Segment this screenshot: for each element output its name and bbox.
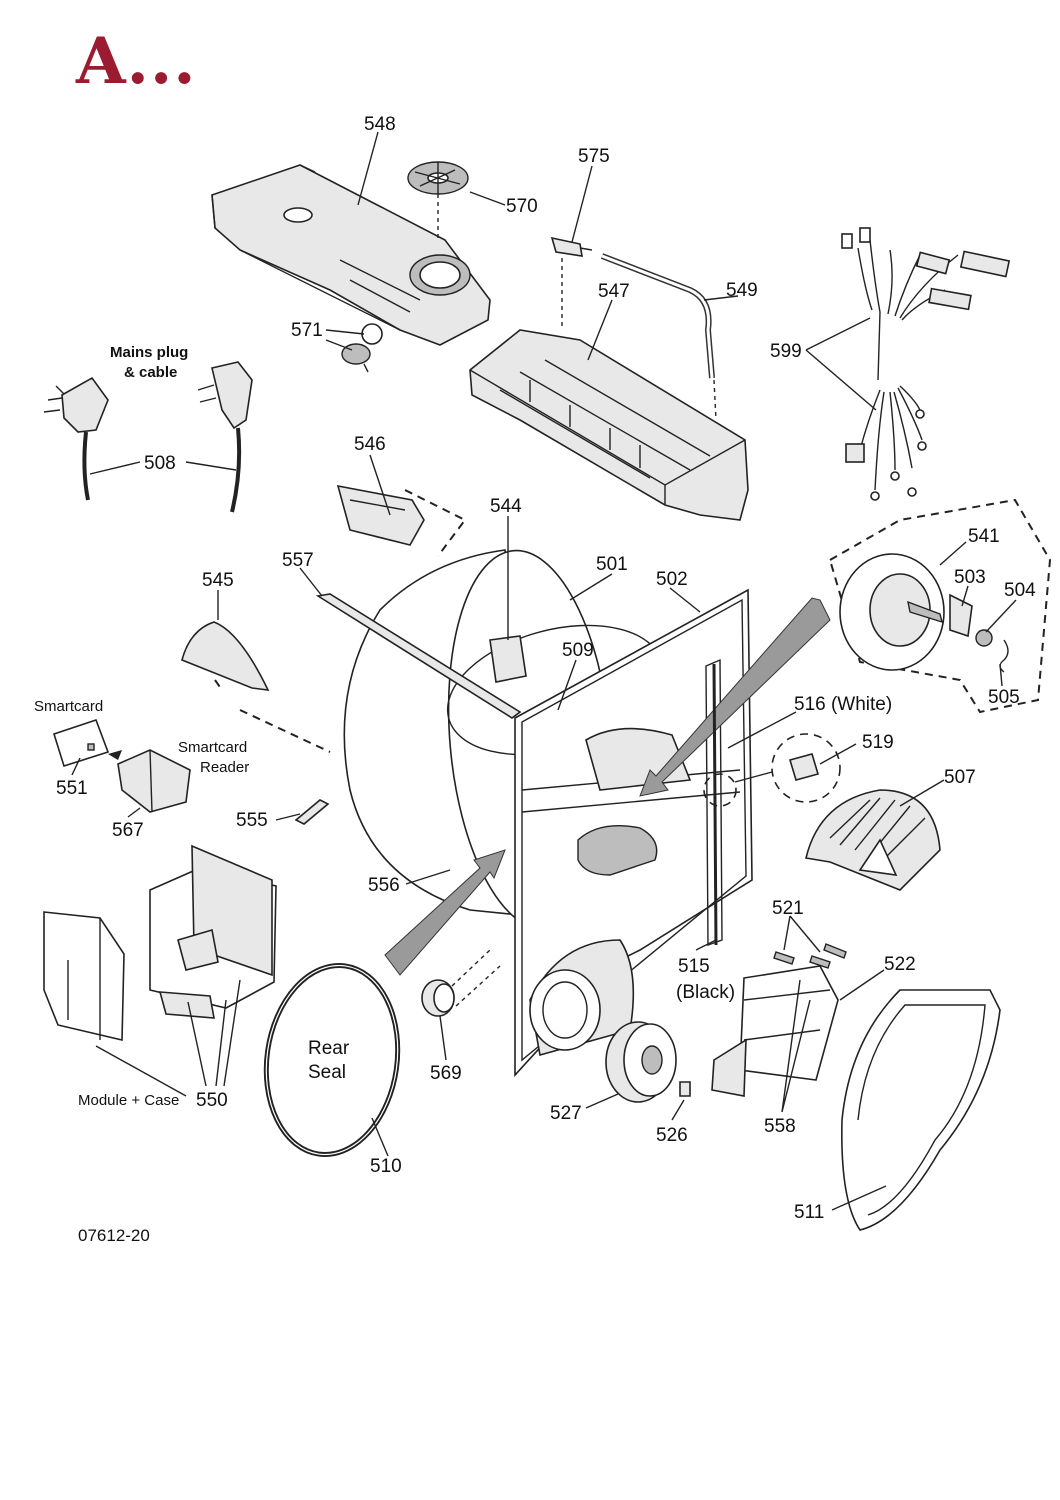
part-507-grille	[805, 789, 941, 891]
label-599: 599	[770, 341, 802, 362]
label-510: 510	[370, 1156, 402, 1177]
part-510-rear-seal	[263, 962, 401, 1158]
part-522-bracket	[711, 965, 839, 1097]
label-509: 509	[562, 640, 594, 661]
caption-module-case: Module + Case	[78, 1092, 179, 1109]
caption-mains-plug: Mains plug	[110, 344, 188, 361]
label-507: 507	[944, 767, 976, 788]
figure-code: 07612-20	[78, 1226, 150, 1245]
label-557: 557	[282, 550, 314, 571]
label-508: 508	[144, 453, 176, 474]
label-515: 515	[678, 956, 710, 977]
label-544: 544	[490, 496, 522, 517]
part-549-hose	[600, 253, 717, 421]
part-516-519-clip	[703, 733, 841, 807]
label-526: 526	[656, 1125, 688, 1146]
part-567-smartcard-reader	[117, 749, 191, 813]
part-575-valve	[550, 236, 593, 330]
part-544-sensor	[489, 524, 527, 683]
part-511-side-panel	[841, 989, 1001, 1231]
part-550-module-case	[43, 844, 277, 1042]
label-555: 555	[236, 810, 268, 831]
part-521-screws	[773, 943, 847, 969]
label-527: 527	[550, 1103, 582, 1124]
part-545-cover	[181, 621, 331, 753]
label-571: 571	[291, 320, 323, 341]
label-519: 519	[862, 732, 894, 753]
label-541: 541	[968, 526, 1000, 547]
part-546-panel	[336, 484, 467, 557]
label-546: 546	[354, 434, 386, 455]
caption-smartcard-reader-1: Smartcard	[178, 739, 247, 756]
label-501: 501	[596, 554, 628, 575]
label-549: 549	[726, 280, 758, 301]
part-599-wiring-harness	[841, 227, 1011, 501]
part-541-bearing-inset	[828, 498, 1052, 714]
label-570: 570	[506, 196, 538, 217]
part-557-rail	[315, 593, 522, 719]
label-502: 502	[656, 569, 688, 590]
label-551: 551	[56, 778, 88, 799]
part-555-strip	[294, 799, 330, 825]
label-567: 567	[112, 820, 144, 841]
label-545: 545	[202, 570, 234, 591]
caption-smartcard: Smartcard	[34, 698, 103, 715]
page-title: A...	[76, 24, 197, 99]
leader-lines	[71, 131, 1017, 1211]
label-550: 550	[196, 1090, 228, 1111]
label-548: 548	[364, 114, 396, 135]
label-504: 504	[1004, 580, 1036, 601]
label-556: 556	[368, 875, 400, 896]
label-547: 547	[598, 281, 630, 302]
label-516: 516 (White)	[794, 694, 892, 715]
part-547-heater-housing	[469, 329, 749, 521]
part-502-frame	[514, 588, 753, 1078]
part-508-mains-plug-cable	[43, 361, 253, 513]
part-548-top-tray	[211, 164, 491, 346]
label-505: 505	[988, 687, 1020, 708]
label-503: 503	[954, 567, 986, 588]
caption-cable: & cable	[124, 364, 177, 381]
label-522: 522	[884, 954, 916, 975]
part-551-smartcard	[53, 718, 122, 768]
part-526-screw	[679, 1081, 691, 1097]
part-515-rod	[712, 663, 718, 946]
arrow-indicator-lower	[384, 849, 506, 976]
captions: Mains plug & cable Smartcard Smartcard R…	[34, 344, 350, 1245]
label-575: 575	[578, 146, 610, 167]
caption-rear-seal-2: Seal	[308, 1062, 346, 1083]
caption-rear-seal-1: Rear	[308, 1038, 350, 1059]
label-515-black: (Black)	[676, 982, 735, 1003]
label-569: 569	[430, 1063, 462, 1084]
part-569-roller	[421, 949, 501, 1017]
label-511: 511	[794, 1202, 824, 1223]
caption-smartcard-reader-2: Reader	[200, 759, 249, 776]
part-527-fan	[605, 1021, 677, 1103]
part-570-filter-disc	[407, 161, 469, 240]
label-521: 521	[772, 898, 804, 919]
label-558: 558	[764, 1116, 796, 1137]
part-labels: 548 570 575 549 547 571 599 508 546 544 …	[56, 114, 1036, 1223]
arrow-indicator-upper	[639, 597, 831, 797]
